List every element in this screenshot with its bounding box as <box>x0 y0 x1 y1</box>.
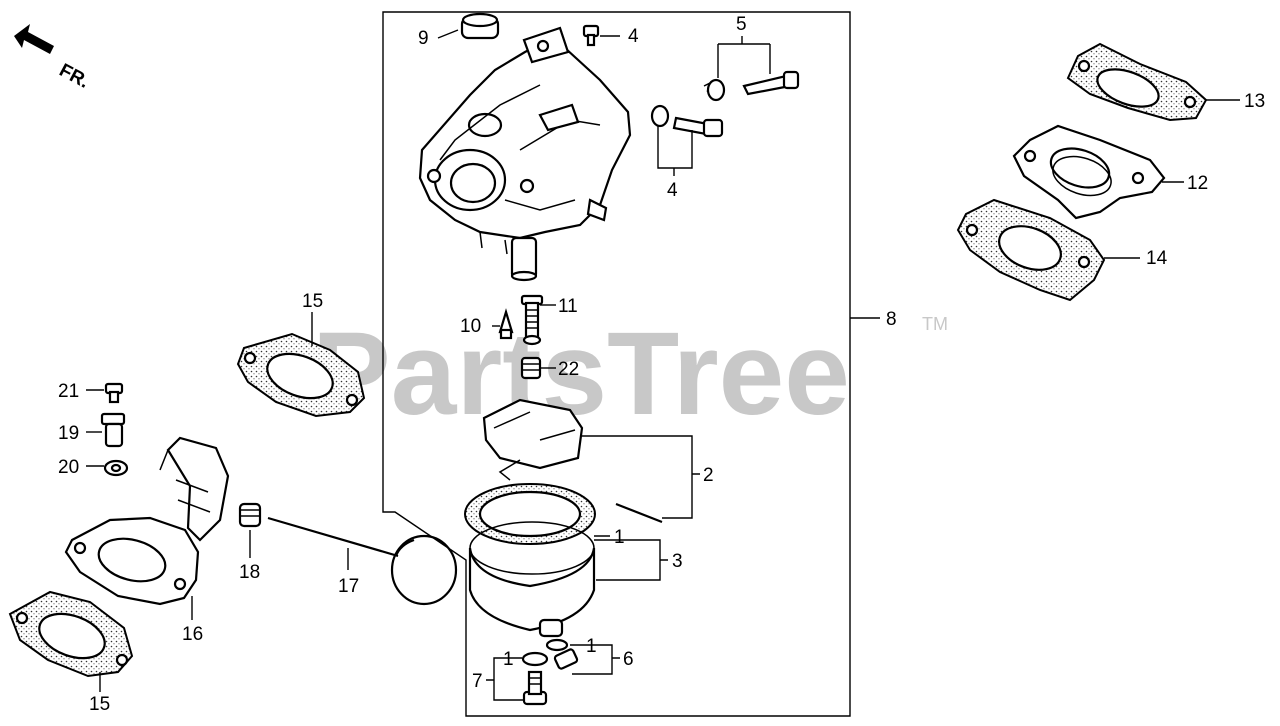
callout-8: 8 <box>886 309 897 330</box>
callout-4-mid: 4 <box>667 180 678 201</box>
main-jet-part-22 <box>520 356 542 380</box>
leader-lines <box>86 29 1240 701</box>
collar-part-19 <box>100 412 126 448</box>
callout-2: 2 <box>703 465 714 486</box>
insulator-part-12 <box>1012 124 1166 220</box>
screw-part-4-top <box>582 24 600 47</box>
callout-17: 17 <box>338 576 359 597</box>
spring-screw-part-5 <box>703 70 800 102</box>
gasket-part-15-upper <box>236 332 366 418</box>
callout-22: 22 <box>558 359 579 380</box>
callout-7: 7 <box>472 671 483 692</box>
main-nozzle-part-11 <box>520 294 544 346</box>
callout-4-top: 4 <box>628 26 639 47</box>
float-part-2 <box>482 398 663 524</box>
screw-part-21 <box>104 382 124 404</box>
callout-16: 16 <box>182 624 203 645</box>
front-direction-arrow-icon: FR. <box>14 24 93 93</box>
front-direction-label: FR. <box>56 60 93 93</box>
carburetor-body-part <box>418 26 632 282</box>
rod-part-17 <box>267 516 458 606</box>
drain-screw-set <box>521 638 579 706</box>
float-chamber-part <box>464 483 596 638</box>
callout-19: 19 <box>58 423 79 444</box>
callout-21: 21 <box>58 381 79 402</box>
callout-1-washer: 1 <box>503 649 514 670</box>
gasket-part-15-lower <box>8 590 134 678</box>
callout-1-drain: 1 <box>586 636 597 657</box>
callout-1-bowl: 1 <box>614 527 625 548</box>
callout-12: 12 <box>1187 173 1208 194</box>
watermark-text: PartsTree <box>312 308 850 440</box>
callout-10: 10 <box>460 316 481 337</box>
callout-15-upper: 15 <box>302 291 323 312</box>
callout-9: 9 <box>418 28 429 49</box>
watermark-trademark: TM <box>922 314 948 334</box>
callout-20: 20 <box>58 457 79 478</box>
callout-5: 5 <box>736 14 747 35</box>
nut-part-18 <box>238 502 262 528</box>
callout-6: 6 <box>623 649 634 670</box>
nut-part-20 <box>103 459 129 477</box>
callout-3: 3 <box>672 551 683 572</box>
carburetor-assembly-bracket <box>382 11 851 717</box>
callout-14: 14 <box>1146 248 1168 269</box>
callout-18: 18 <box>239 562 260 583</box>
spring-screw-part-4 <box>650 104 724 138</box>
cap-part-9 <box>460 12 500 40</box>
float-valve-part-10 <box>498 308 514 340</box>
callout-13: 13 <box>1244 91 1265 112</box>
bracket-part-16 <box>64 436 230 606</box>
callout-15-lower: 15 <box>89 694 110 715</box>
callout-11: 11 <box>558 296 578 317</box>
